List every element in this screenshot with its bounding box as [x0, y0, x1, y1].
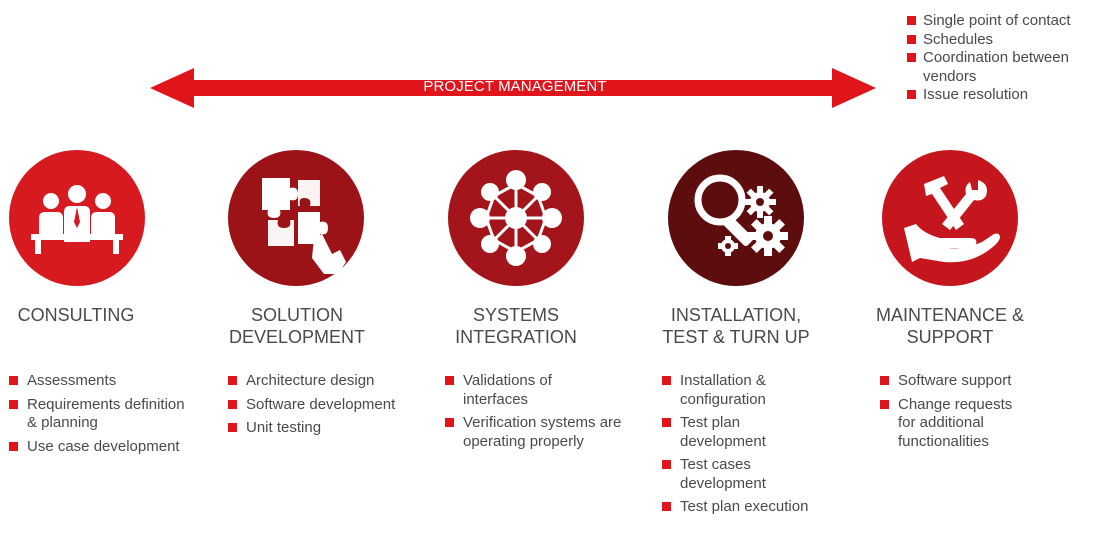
pm-item: Issue resolution	[907, 86, 1093, 105]
meeting-people-icon	[31, 185, 123, 254]
maintenance-circle	[882, 150, 1018, 286]
stage-title-solution-development: SOLUTION DEVELOPMENT	[197, 304, 397, 348]
list-item: Validations of interfaces	[445, 372, 583, 409]
project-management-list: Single point of contact Schedules Coordi…	[907, 12, 1093, 105]
pm-item: Single point of contact	[907, 12, 1093, 31]
stage-title-line: SYSTEMS	[472, 305, 560, 325]
systems-integration-bullets: Validations of interfaces Verification s…	[445, 372, 635, 456]
list-item: Verification systems are operating prope…	[445, 414, 633, 451]
puzzle-hand-icon	[262, 178, 346, 274]
stage-title-systems-integration: SYSTEMS INTEGRATION	[416, 304, 616, 348]
stage-title-line: MAINTENANCE &	[875, 305, 1025, 325]
installation-circle	[668, 150, 804, 286]
list-item: Software support	[880, 372, 1060, 391]
stage-title-line: INTEGRATION	[455, 327, 577, 347]
list-item: Architecture design	[228, 372, 428, 391]
list-item: Change requests for additional functiona…	[880, 396, 1028, 452]
list-item: Test cases development	[662, 456, 780, 493]
list-item: Use case development	[9, 438, 209, 457]
consulting-circle	[9, 150, 145, 286]
project-management-label: PROJECT MANAGEMENT	[423, 78, 607, 95]
list-item: Test plan development	[662, 414, 780, 451]
list-item: Assessments	[9, 372, 209, 391]
pm-item: Coordination between vendors	[907, 49, 1083, 86]
stage-title-installation: INSTALLATION, TEST & TURN UP	[636, 304, 836, 348]
list-item: Test plan execution	[662, 498, 842, 517]
list-item: Unit testing	[228, 419, 428, 438]
list-item: Installation & configuration	[662, 372, 795, 409]
stage-title-consulting: CONSULTING	[0, 304, 176, 326]
stage-title-line: INSTALLATION,	[670, 305, 802, 325]
stage-title-line: DEVELOPMENT	[228, 327, 366, 347]
list-item: Requirements definition & planning	[9, 396, 197, 433]
maintenance-bullets: Software support Change requests for add…	[880, 372, 1060, 456]
network-nodes-icon	[470, 170, 562, 266]
stage-title-line: SUPPORT	[906, 327, 994, 347]
list-item: Software development	[228, 396, 428, 415]
stage-title-maintenance: MAINTENANCE & SUPPORT	[850, 304, 1050, 348]
pm-item: Schedules	[907, 31, 1093, 50]
solution-development-bullets: Architecture design Software development…	[228, 372, 428, 443]
solution-development-circle	[228, 150, 364, 286]
installation-bullets: Installation & configuration Test plan d…	[662, 372, 842, 522]
stage-title-line: CONSULTING	[17, 305, 135, 325]
stage-title-line: SOLUTION	[250, 305, 343, 325]
systems-integration-circle	[448, 150, 584, 286]
stage-title-line: TEST & TURN UP	[662, 327, 810, 347]
hand-tools-icon	[904, 176, 1000, 263]
magnifier-gears-icon	[694, 174, 788, 256]
consulting-bullets: Assessments Requirements definition & pl…	[9, 372, 209, 461]
